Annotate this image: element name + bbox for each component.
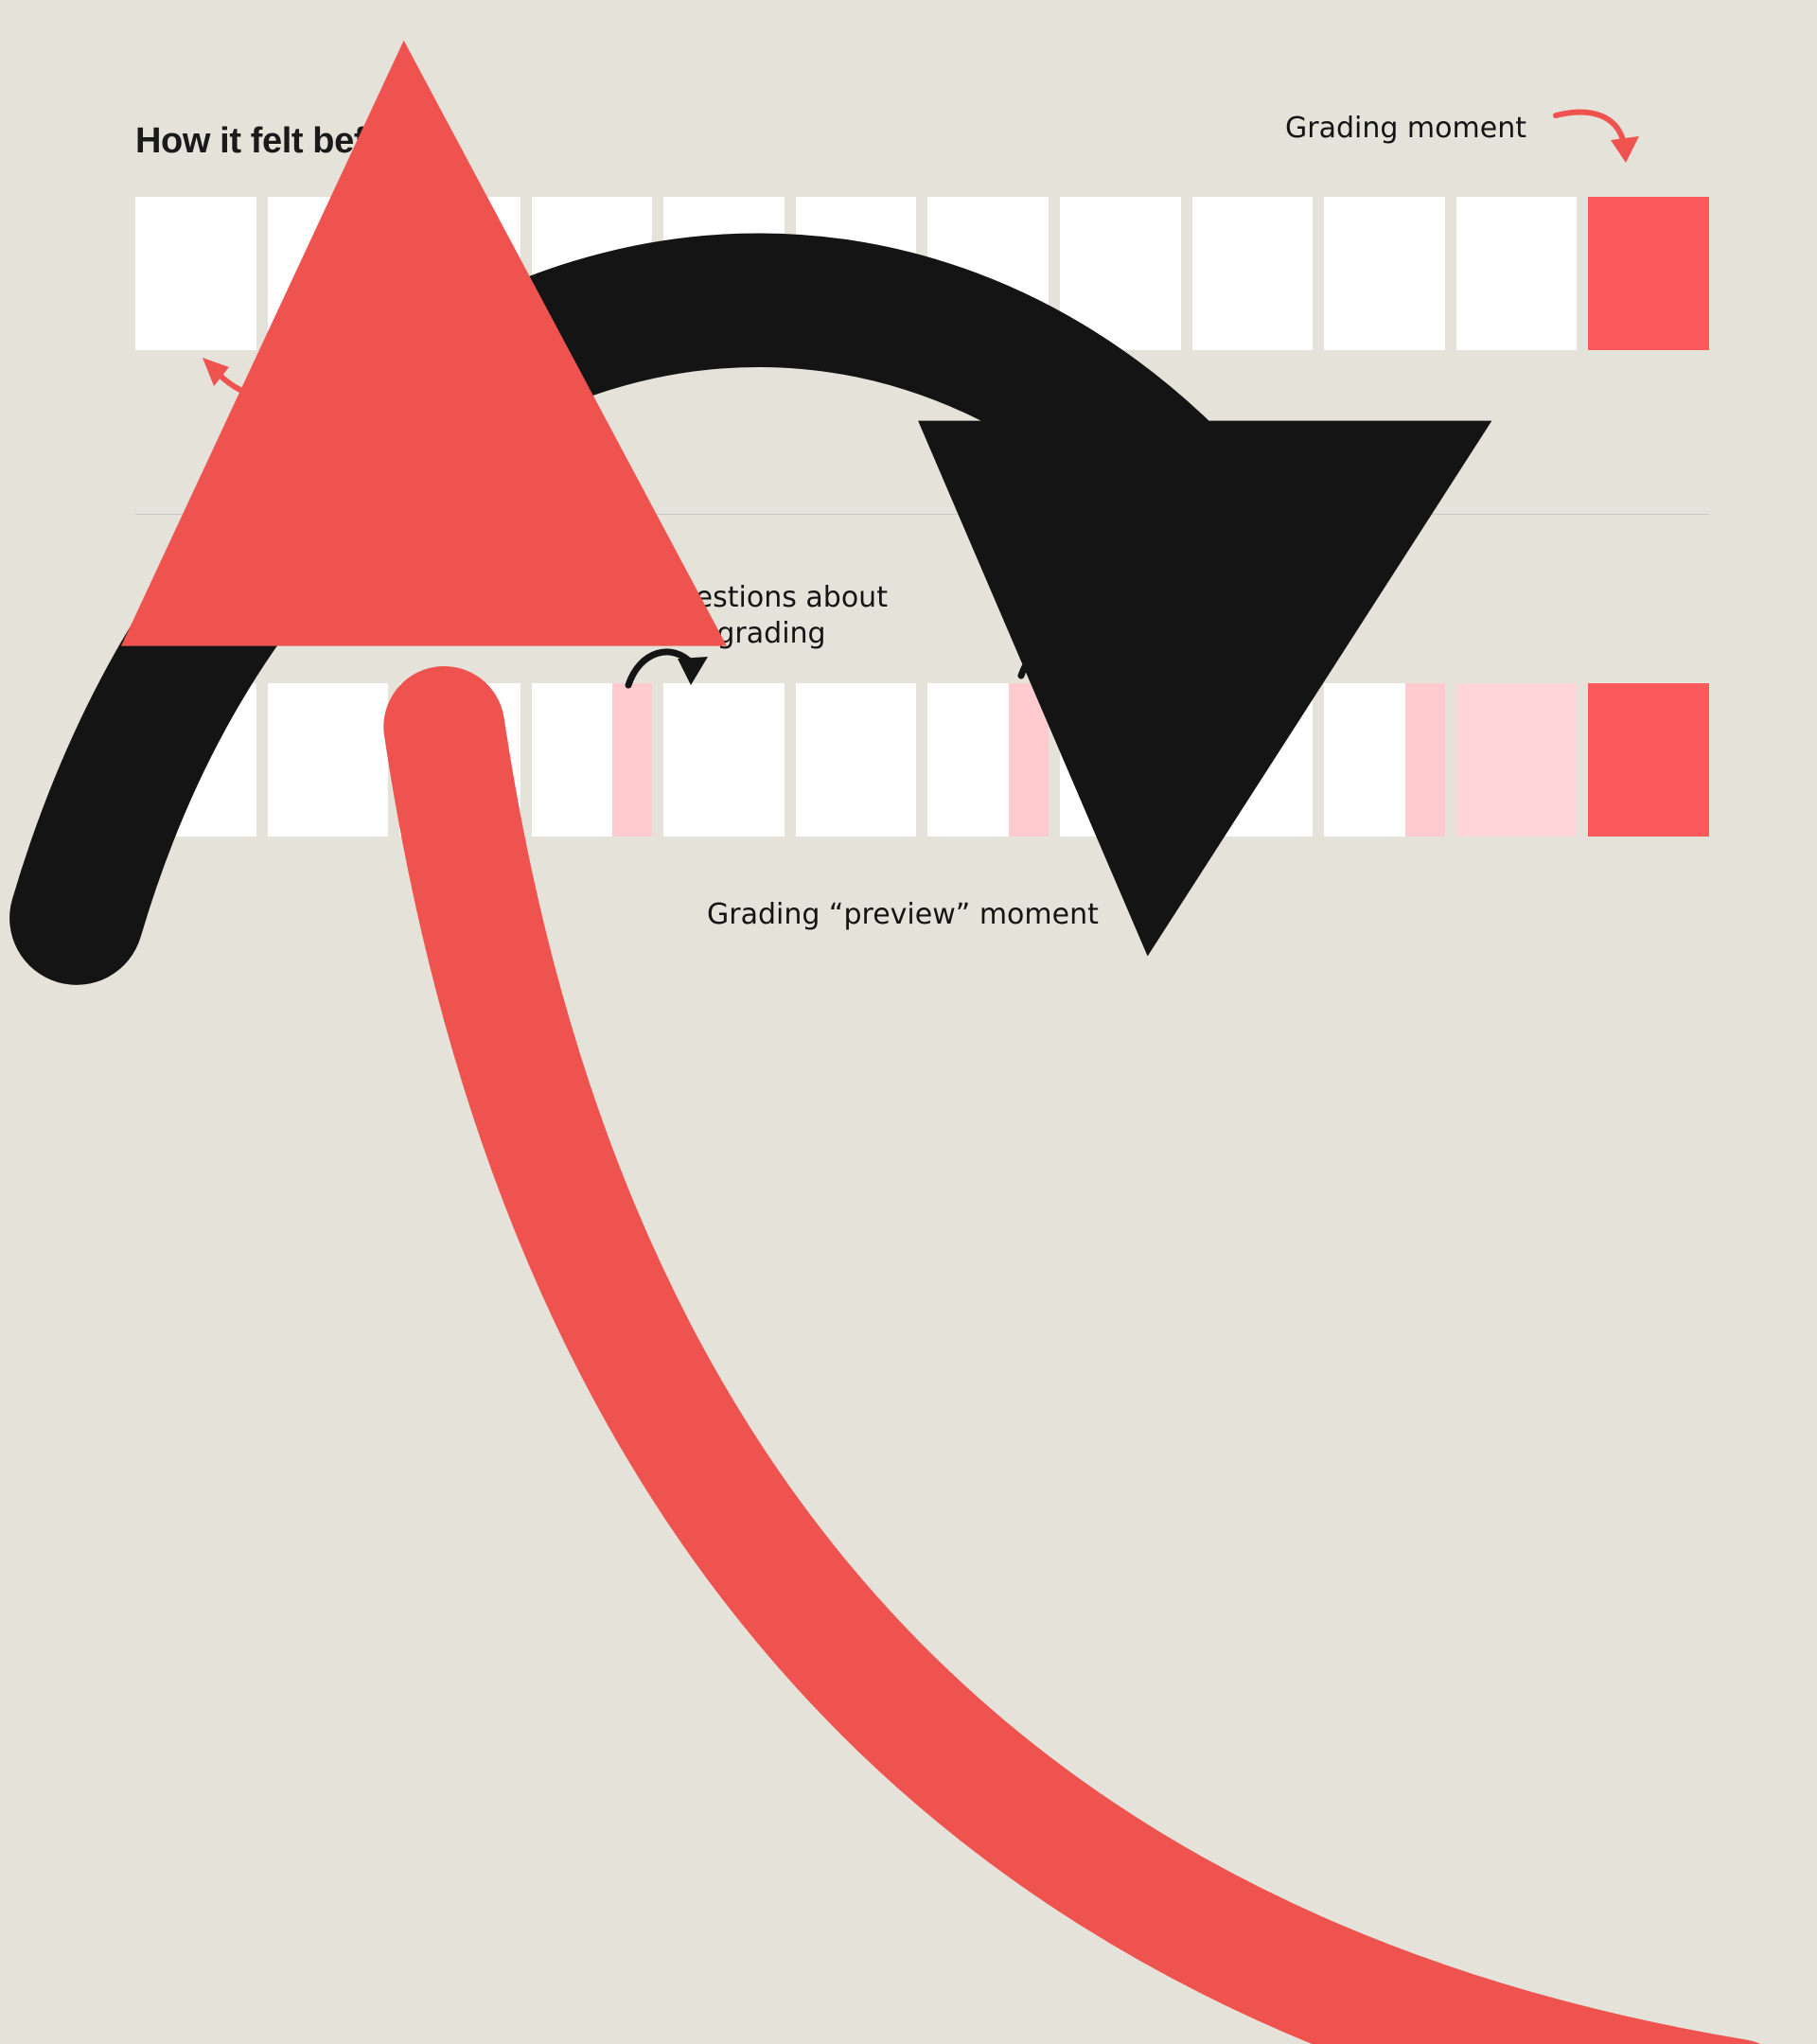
grading-preview-sliver bbox=[1404, 683, 1445, 837]
timeline-cell bbox=[135, 197, 256, 350]
section-divider bbox=[135, 514, 1709, 515]
timeline-cell bbox=[1191, 197, 1314, 350]
timeline-cell-preview bbox=[927, 683, 1050, 837]
timeline-cell bbox=[1191, 683, 1314, 837]
timeline-cell bbox=[267, 197, 389, 350]
annotation-grading-preview-moment: Grading “preview” moment bbox=[707, 898, 1099, 931]
annotation-grading-moment: Grading moment bbox=[1285, 112, 1526, 145]
timeline-cell bbox=[399, 197, 520, 350]
timeline-cell bbox=[795, 683, 917, 837]
timeline-cell-preview bbox=[1324, 683, 1445, 837]
timeline-before bbox=[135, 197, 1709, 350]
grading-preview-sliver bbox=[1008, 683, 1050, 837]
timeline-cell bbox=[135, 683, 256, 837]
annotation-questions-about-grading: Questions about grading bbox=[639, 580, 904, 651]
arrow-questions-to-sliver-3 bbox=[9, 233, 1492, 985]
annotation-questions-line2: grading bbox=[716, 616, 826, 650]
timeline-cell bbox=[1060, 683, 1181, 837]
section-heading-should: How it should feel bbox=[135, 608, 436, 648]
timeline-cell bbox=[1060, 197, 1181, 350]
arrow-to-grading-moment bbox=[1553, 109, 1639, 163]
timeline-should bbox=[135, 683, 1709, 837]
timeline-cell bbox=[1455, 197, 1578, 350]
arrow-to-coaching-moment bbox=[203, 358, 321, 407]
timeline-cell-grading-moment bbox=[1588, 197, 1709, 350]
section-heading-before: How it felt before bbox=[135, 121, 421, 161]
timeline-cell-grading-moment bbox=[1588, 683, 1709, 837]
timeline-cell-preview bbox=[531, 683, 653, 837]
grading-preview-sliver bbox=[612, 683, 653, 837]
timeline-cell bbox=[399, 683, 520, 837]
diagram-canvas: How it felt before Grading moment Coachi… bbox=[9, 40, 1759, 2044]
timeline-cell bbox=[927, 197, 1050, 350]
annotation-questions-line1: Questions about bbox=[655, 581, 888, 614]
arrow-questions-to-sliver-2 bbox=[1017, 639, 1101, 679]
timeline-cell bbox=[795, 197, 917, 350]
annotation-coaching-moment: Coaching moment bbox=[326, 383, 588, 416]
timeline-cell bbox=[531, 197, 653, 350]
timeline-cell bbox=[663, 197, 785, 350]
timeline-cell bbox=[663, 683, 785, 837]
timeline-cell bbox=[1324, 197, 1445, 350]
timeline-cell bbox=[267, 683, 389, 837]
timeline-cell-preview-full bbox=[1455, 683, 1578, 837]
